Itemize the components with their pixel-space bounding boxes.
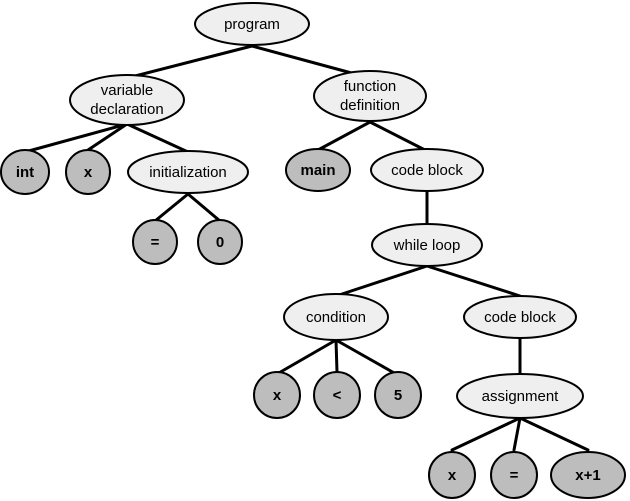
edge-while-codeblock [425,264,522,298]
node-label: code block [484,309,556,326]
edge-init-zero [186,192,222,223]
edge-init-equals [153,192,190,223]
node-label: x+1 [575,467,600,484]
node-cond-five: 5 [374,371,422,419]
edge-condition-less [334,338,339,374]
node-label: x [448,467,457,484]
node-label: while loop [393,237,461,254]
node-init-equals: = [132,219,178,265]
node-label-line2: definition [340,97,400,114]
node-int: int [0,149,50,195]
node-label: x [84,164,93,181]
node-function-definition: function definition [313,70,427,122]
edge-funcdef-codeblock [368,120,427,152]
node-label-line2: declaration [90,101,163,118]
edge-condition-x [275,338,338,376]
node-assign-x: x [428,451,476,499]
tree-edges [23,44,590,452]
node-initialization: initialization [127,150,249,194]
edge-program-vardecl [125,44,254,80]
node-label: = [151,234,160,251]
node-assignment: assignment [456,373,584,419]
node-init-zero: 0 [197,219,243,265]
edge-condition-five [334,338,398,376]
node-cond-x: x [253,371,301,419]
node-label: int [16,164,34,181]
node-label-line1: function [344,78,397,95]
edge-vardecl-initialization [125,122,190,154]
edge-assignment-equals [512,416,522,452]
node-label: 0 [216,234,224,251]
node-main: main [285,148,351,192]
node-x-decl: x [65,149,111,195]
node-label: x [273,387,282,404]
node-label-line1: variable [101,82,154,99]
node-label: program [224,16,280,33]
edge-assignment-xplus1 [518,416,590,452]
node-label: initialization [149,164,227,181]
node-label: 5 [394,387,402,404]
node-label: assignment [482,388,560,405]
edge-vardecl-x [86,122,129,152]
node-assign-equals: = [490,451,538,499]
edge-vardecl-int [23,122,129,154]
node-label: condition [306,309,366,326]
node-code-block-outer: code block [370,148,484,192]
node-cond-less: < [313,371,361,419]
node-variable-declaration: variable declaration [69,74,185,126]
node-label: main [300,162,335,179]
node-program: program [194,2,310,46]
edge-while-condition [334,264,429,298]
node-label: < [333,387,342,404]
node-assign-x-plus-1: x+1 [550,451,626,499]
edge-funcdef-main [316,120,372,152]
node-code-block-inner: code block [463,295,577,339]
node-label: code block [391,162,463,179]
node-label: = [510,467,519,484]
node-condition: condition [283,293,389,341]
node-while-loop: while loop [371,223,483,267]
edge-assignment-x [450,416,522,452]
